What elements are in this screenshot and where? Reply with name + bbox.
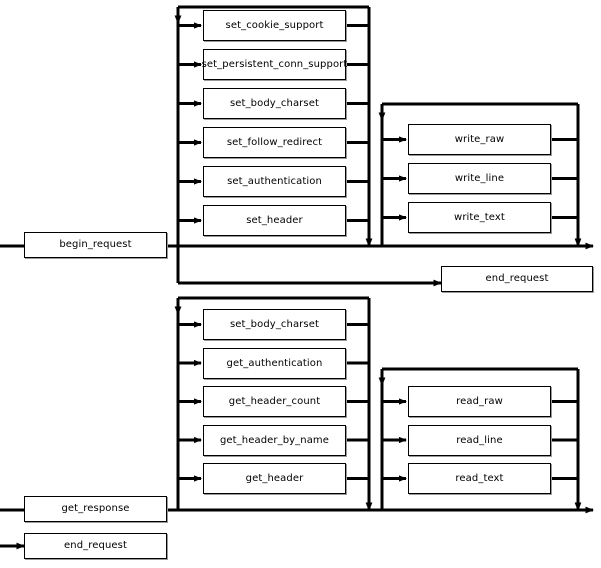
entry-box-end_request_bottom[interactable]: end_request [24, 533, 167, 559]
method-box-read_raw[interactable]: read_raw [408, 386, 551, 417]
method-box-set_persistent_conn_support[interactable]: set_persistent_conn_support [201, 49, 348, 80]
node-label: read_raw [456, 395, 503, 407]
node-label: set_follow_redirect [226, 136, 323, 148]
node-label: set_body_charset [230, 318, 319, 330]
method-box-write_text[interactable]: write_text [408, 202, 551, 233]
node-label: write_text [454, 211, 505, 223]
node-label: get_authentication [226, 357, 323, 369]
node-label: end_request [485, 273, 549, 284]
node-label: set_header [246, 214, 303, 226]
method-box-read_line[interactable]: read_line [408, 425, 551, 456]
method-box-set_body_charset[interactable]: set_body_charset [203, 309, 346, 340]
method-box-set_cookie_support[interactable]: set_cookie_support [203, 10, 346, 41]
node-label: end_request [64, 540, 127, 551]
method-box-get_header[interactable]: get_header [203, 463, 346, 494]
node-label: get_header [245, 472, 304, 484]
node-label: set_persistent_conn_support [201, 58, 348, 70]
entry-box-begin_request[interactable]: begin_request [24, 232, 167, 258]
method-box-read_text[interactable]: read_text [408, 463, 551, 494]
node-label: read_line [456, 434, 503, 446]
method-box-get_header_count[interactable]: get_header_count [203, 386, 346, 417]
node-label: get_response [61, 503, 130, 514]
node-label: read_text [455, 472, 504, 484]
node-label: write_line [454, 172, 505, 184]
node-label: set_authentication [227, 175, 322, 187]
node-label: begin_request [59, 239, 132, 250]
method-box-write_line[interactable]: write_line [408, 163, 551, 194]
entry-box-get_response[interactable]: get_response [24, 496, 167, 522]
node-label: get_header_count [228, 395, 321, 407]
entry-box-end_request_top[interactable]: end_request [441, 266, 593, 292]
method-box-set_authentication[interactable]: set_authentication [203, 166, 346, 197]
method-box-set_follow_redirect[interactable]: set_follow_redirect [203, 127, 346, 158]
method-box-get_authentication[interactable]: get_authentication [203, 348, 346, 379]
method-box-write_raw[interactable]: write_raw [408, 124, 551, 155]
node-label: set_cookie_support [225, 19, 324, 31]
node-label: set_body_charset [230, 97, 319, 109]
method-box-set_body_charset[interactable]: set_body_charset [203, 88, 346, 119]
method-box-get_header_by_name[interactable]: get_header_by_name [203, 425, 346, 456]
node-label: get_header_by_name [219, 434, 330, 446]
method-box-set_header[interactable]: set_header [203, 205, 346, 236]
node-label: write_raw [454, 133, 505, 145]
